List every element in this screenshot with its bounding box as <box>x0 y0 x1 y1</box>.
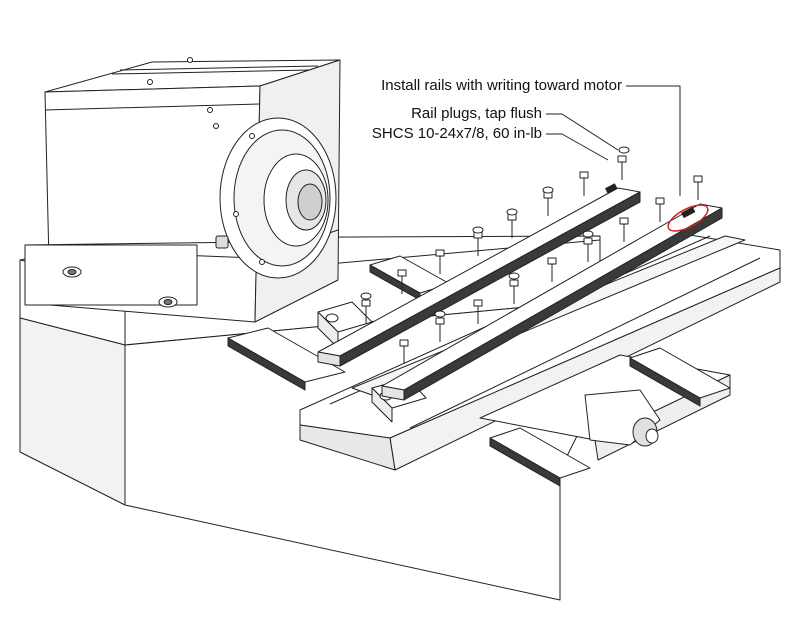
callout-rail-plugs: Rail plugs, tap flush <box>411 105 542 122</box>
leader-lines <box>546 85 681 196</box>
upper-rail-back <box>317 187 641 367</box>
callout-shcs: SHCS 10-24x7/8, 60 in-lb <box>371 125 542 142</box>
bearing-block-left <box>317 301 373 349</box>
lower-rail-left <box>227 327 346 391</box>
shcs-screws <box>361 155 703 364</box>
rail-writing-highlight <box>667 204 709 232</box>
upper-rail-front <box>381 203 723 401</box>
spindle-flange <box>215 117 337 279</box>
rail-writing-mark-front <box>681 206 696 218</box>
rail-plugs <box>360 146 630 318</box>
callout-rail-orientation: Install rails with writing toward motor <box>381 77 622 94</box>
lower-rail-right <box>629 347 731 407</box>
lower-rail-front <box>489 427 591 487</box>
leader-shcs <box>546 133 609 161</box>
leader-rail-orientation <box>626 85 681 196</box>
leader-rail-plugs <box>546 113 619 151</box>
rail-writing-mark-back <box>605 183 618 194</box>
